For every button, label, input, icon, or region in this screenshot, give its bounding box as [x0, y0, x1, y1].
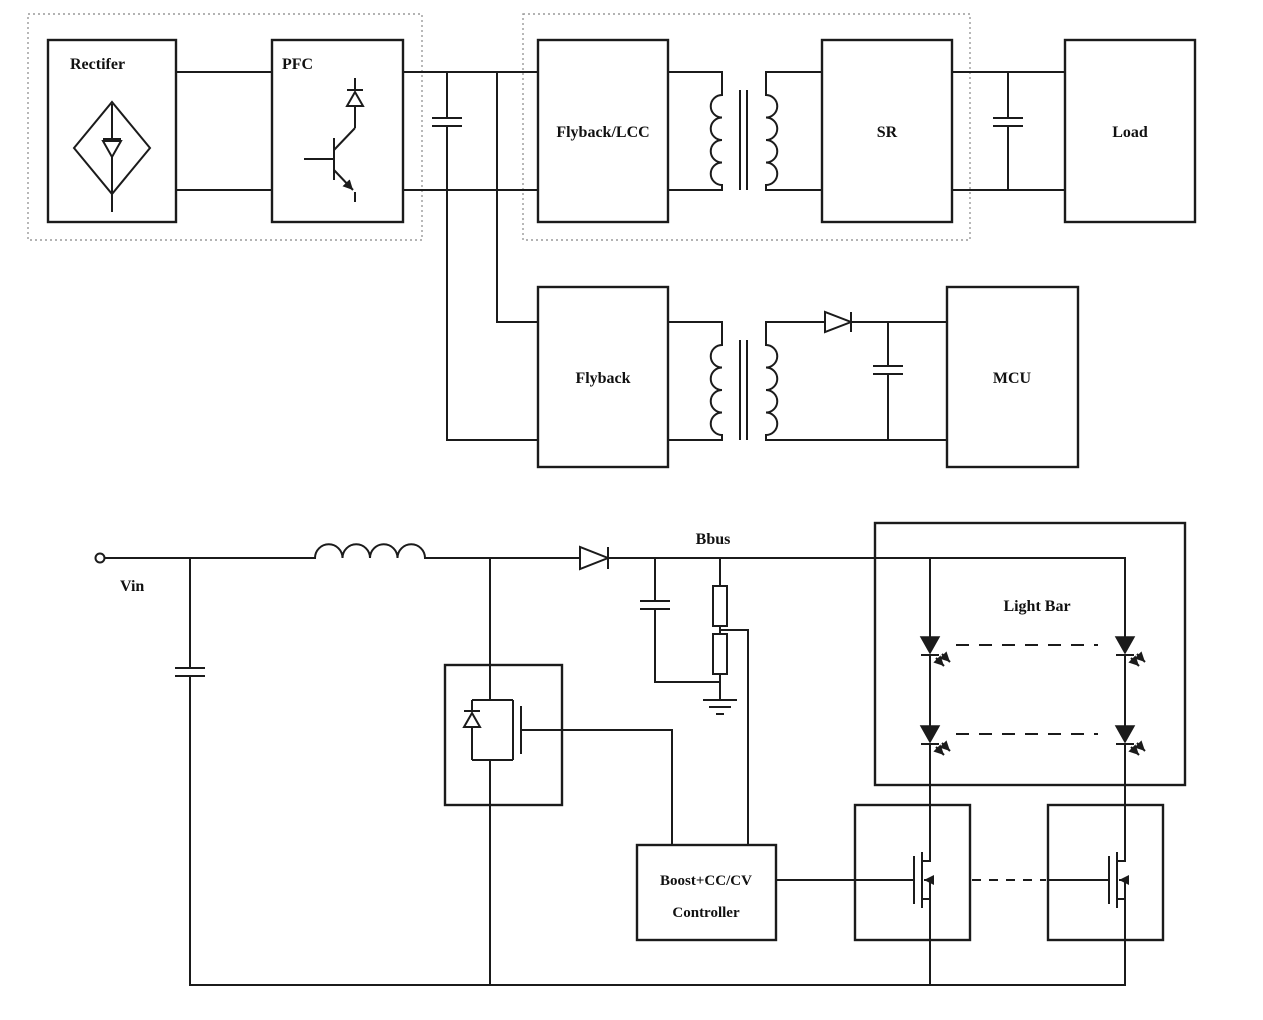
pfc-label: PFC [282, 56, 313, 73]
led-string-left [919, 557, 951, 862]
top-stage-wiring [175, 71, 539, 191]
led-icon [919, 725, 941, 744]
controller-label-line1: Boost+CC/CV [660, 873, 752, 889]
input-stage-dotted-box [27, 13, 423, 241]
led-icon [1114, 725, 1136, 744]
sink-mosfet-1-symbol [913, 852, 934, 986]
sr-block [820, 38, 954, 224]
aux-supply-taps [446, 71, 539, 441]
gate-drive-wire [561, 729, 673, 846]
dc-link-capacitor [432, 71, 462, 191]
boost-inductor [314, 543, 581, 559]
light-bar-box [873, 521, 1187, 787]
light-bar-label: Light Bar [1003, 598, 1070, 615]
flyback-lcc-block [536, 38, 670, 224]
sr-label: SR [877, 124, 898, 141]
pfc-block [270, 38, 405, 224]
led-string-right [1114, 557, 1146, 862]
led-icon [919, 636, 941, 655]
feedback-divider [712, 557, 749, 846]
flyback-label: Flyback [575, 370, 630, 387]
flyback-block [536, 285, 670, 469]
vin-label: Vin [120, 578, 144, 595]
bbus-label: Bbus [696, 531, 731, 548]
input-capacitor [175, 557, 205, 986]
aux-transformer [667, 321, 779, 441]
controller-label-line2: Controller [672, 905, 740, 921]
led-icon [1114, 636, 1136, 655]
ground-symbol [703, 699, 737, 715]
main-transformer [667, 71, 823, 191]
boost-mosfet-box [443, 663, 564, 807]
pfc-switch-symbol [304, 78, 365, 202]
load-block [1063, 38, 1197, 224]
vin-terminal [94, 552, 316, 564]
rectifier-label: Rectifer [70, 56, 125, 73]
sink-mosfet-box-2 [1046, 803, 1165, 942]
bus-capacitor [640, 557, 721, 683]
flyback-lcc-label: Flyback/LCC [556, 124, 649, 141]
isolation-stage-dotted-box [522, 13, 971, 241]
aux-rectifier-diode [765, 310, 948, 441]
boost-mosfet-symbol [462, 557, 563, 986]
led-string-continuation-dashes [956, 644, 1098, 735]
boost-diode [579, 545, 1126, 571]
mcu-label: MCU [993, 370, 1032, 387]
load-label: Load [1112, 124, 1148, 141]
sink-mosfet-2-symbol [1108, 852, 1129, 986]
controller-block [635, 843, 778, 942]
output-capacitor [993, 71, 1023, 191]
mcu-block [945, 285, 1080, 469]
aux-output-capacitor [873, 321, 903, 441]
sink-mosfet-box-1 [853, 803, 972, 942]
bridge-rectifier-symbol [72, 100, 152, 212]
